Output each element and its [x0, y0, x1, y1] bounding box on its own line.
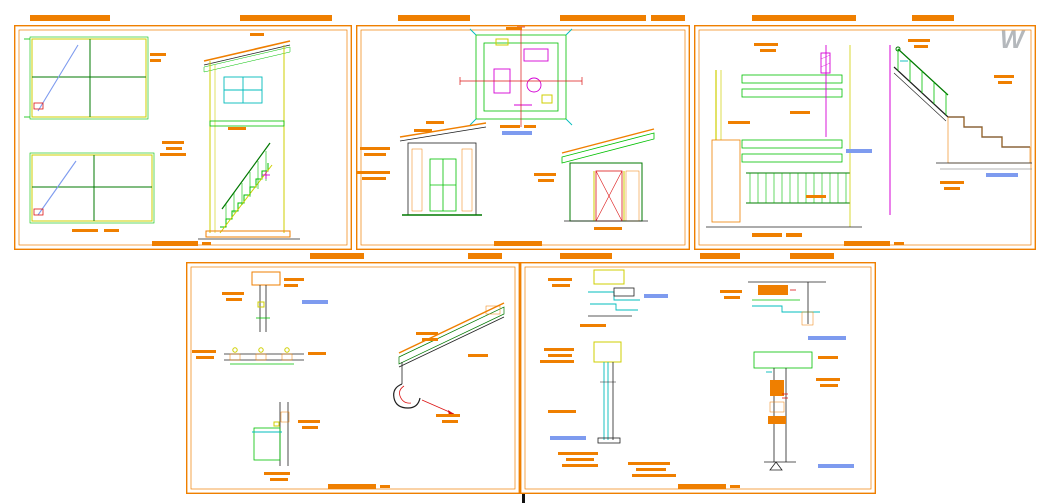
axis-lines [459, 26, 583, 127]
door-section-detail [753, 351, 854, 471]
notes-cluster [628, 462, 676, 477]
frame-block [770, 380, 784, 396]
sheet-outer-border [519, 261, 877, 495]
dimension-bar [818, 464, 854, 468]
text-block [720, 290, 742, 299]
sheet-plan-elevations [355, 15, 691, 251]
text-block [816, 356, 840, 387]
text-block [548, 278, 606, 327]
stair-plan-upper [24, 36, 166, 120]
sheet-footer-title [328, 484, 390, 489]
anchor-plate-detail [192, 347, 326, 365]
sheet-slab-ramp [693, 15, 1037, 251]
roof-line [203, 40, 291, 62]
floor-slab [209, 120, 285, 127]
gutter-detail [393, 302, 505, 423]
text-block [150, 53, 166, 62]
text-block [908, 39, 1014, 190]
beam [741, 153, 843, 163]
sheet-frame-details [519, 253, 877, 495]
window-frame [223, 76, 263, 104]
balusters [746, 172, 850, 204]
text-block [534, 173, 622, 230]
sheet-inner-border [18, 29, 348, 246]
sheet-title-bars [398, 15, 685, 21]
lintel-hatch [753, 351, 813, 369]
gutter-profile [393, 383, 421, 409]
ramp-steps-detail [889, 39, 1032, 215]
ramp-profile [893, 66, 1030, 148]
beam [741, 88, 843, 98]
sheet-gutter-details [185, 253, 521, 495]
roof-hatch [398, 306, 505, 365]
text-block [264, 420, 320, 481]
sheet-footer-title [844, 241, 904, 246]
corner-ticks [469, 28, 573, 126]
parapet-detail [252, 402, 320, 481]
elevation-left [356, 121, 487, 216]
dimension-bar [644, 294, 668, 298]
newel-post [820, 45, 831, 137]
sheet-outer-border [185, 261, 521, 495]
roof-hatch [203, 46, 291, 73]
sheet-title-bars [752, 15, 954, 21]
sheet-footer-title [678, 484, 740, 489]
stair-direction-arrow [37, 160, 77, 216]
text-block [728, 43, 826, 237]
text-block [416, 332, 488, 423]
beam [741, 74, 843, 84]
dimension-bar [550, 436, 586, 440]
dimension-bar [808, 336, 846, 340]
brick-hatch-block [711, 139, 741, 223]
sheet-outer-border [693, 24, 1037, 251]
door [595, 170, 623, 222]
sheet-inner-border [698, 29, 1032, 246]
steps-hatch [947, 116, 1031, 164]
dimension-bar [986, 173, 1018, 177]
elevation-right [534, 128, 655, 230]
sheet-footer-title [152, 241, 211, 246]
sheet-title-bars [30, 15, 332, 21]
dimension-bar [302, 300, 328, 304]
text-block [72, 229, 119, 232]
door [429, 158, 457, 212]
dimension-bar [846, 149, 872, 153]
sheet-footer-title [494, 241, 542, 246]
cursor-tick [522, 494, 525, 503]
window-head-detail [548, 269, 668, 327]
stair-steps [220, 163, 269, 228]
plan-detail [459, 26, 583, 135]
text-block [356, 121, 444, 180]
jamb-detail [540, 341, 622, 467]
slab-balustrade-detail [706, 43, 872, 237]
handrail [895, 46, 949, 115]
beam [741, 139, 843, 149]
text-block [540, 348, 598, 467]
watermark-w: W [1000, 26, 1024, 54]
sheet-title-bars [560, 253, 834, 259]
text-block [222, 278, 304, 301]
roof-hatch [561, 132, 655, 164]
sill-detail [720, 281, 846, 340]
frame-block [768, 416, 786, 424]
base-hatch [205, 230, 291, 238]
stair-plan-lower [29, 152, 155, 232]
stair-direction-arrow [37, 44, 79, 112]
sheet-outer-border [13, 24, 353, 251]
sheet-outer-border [355, 24, 691, 251]
flashing-detail [222, 271, 328, 332]
sheet-title-bars [310, 253, 502, 259]
text-block [192, 350, 326, 359]
text-block [160, 33, 264, 156]
sill-block [758, 285, 788, 295]
stair-section [160, 33, 300, 240]
text-block [500, 27, 536, 128]
dimension-bar [502, 131, 532, 135]
handrail [221, 142, 271, 210]
sheet-stair-details [13, 15, 353, 251]
